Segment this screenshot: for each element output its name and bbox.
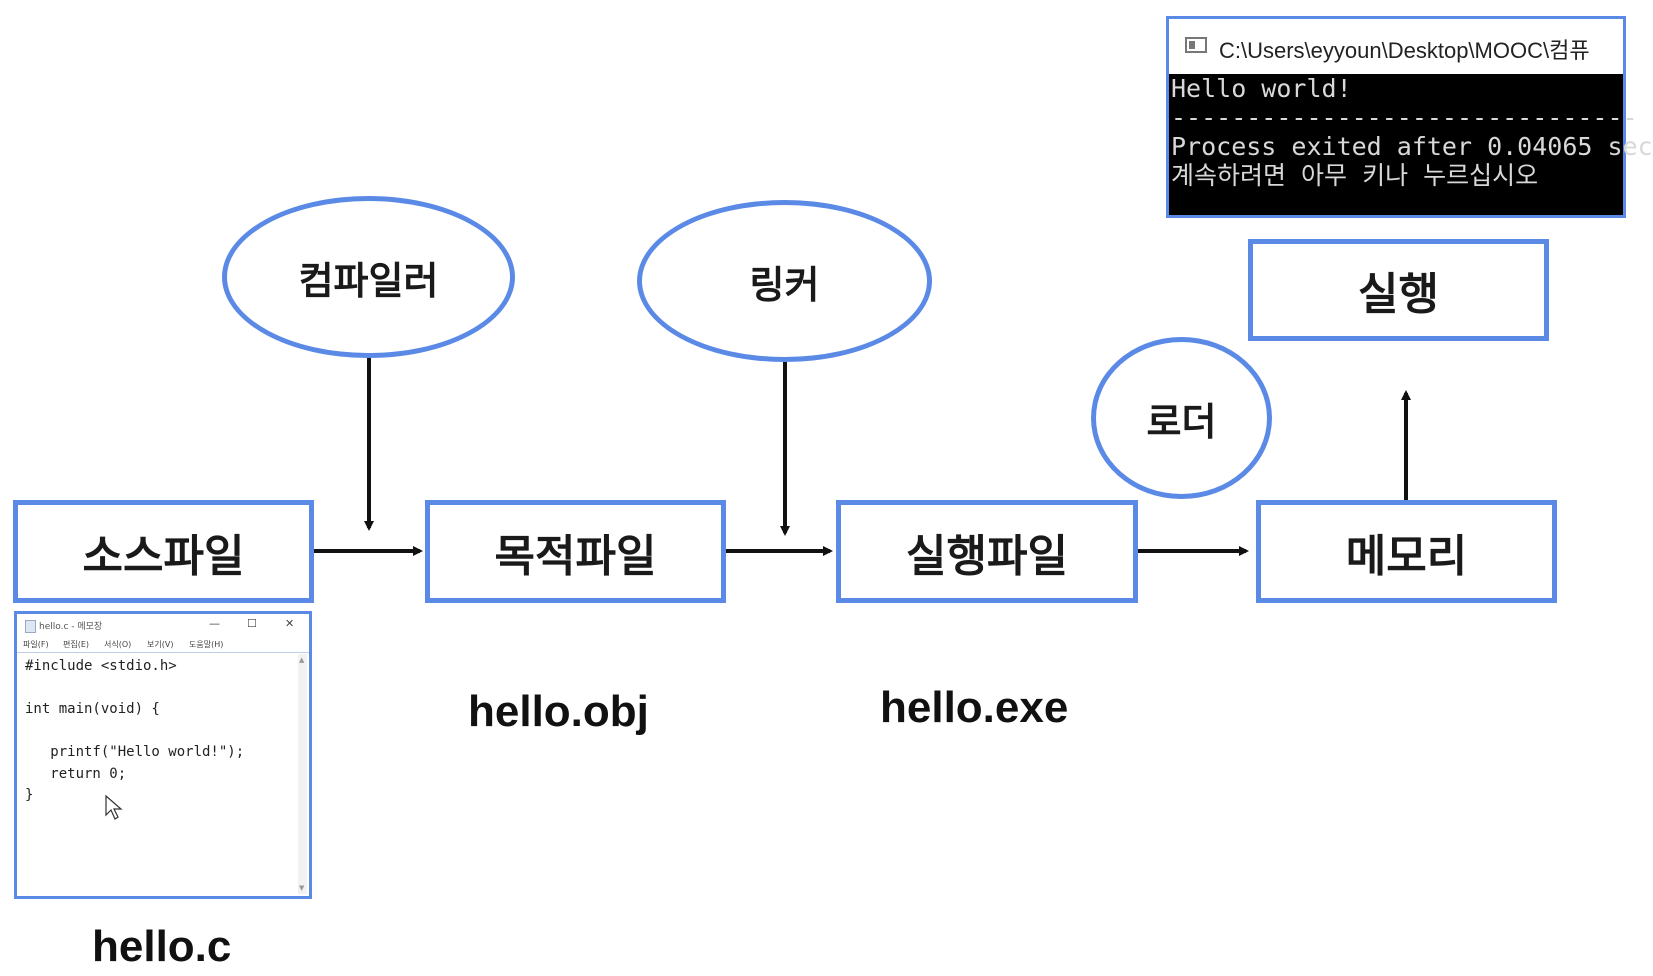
source-file-box: 소스파일 [13,500,314,603]
executable-file-label: 실행파일 [906,530,1068,582]
linker-label: 링커 [749,262,820,307]
source-filename: hello.c [92,922,232,971]
notepad-text-area[interactable]: #include <stdio.h> int main(void) { prin… [25,658,245,803]
menu-view[interactable]: 보기(V) [147,640,174,649]
memory-label: 메모리 [1345,530,1468,582]
loader-label: 로더 [1146,399,1217,444]
menu-edit[interactable]: 편집(E) [63,640,90,649]
scroll-up-icon[interactable]: ▲ [299,656,305,664]
console-title: C:\Users\eyyoun\Desktop\MOOC\컴퓨 [1219,38,1590,63]
loader-ellipse: 로더 [1091,337,1272,499]
notepad-file-icon [25,620,36,633]
notepad-menubar: 파일(F) 편집(E) 서식(O) 보기(V) 도움말(H) [17,636,309,653]
notepad-scrollbar[interactable]: ▲ ▼ [298,654,307,894]
menu-format[interactable]: 서식(O) [104,640,132,649]
console-titlebar: C:\Users\eyyoun\Desktop\MOOC\컴퓨 [1169,19,1623,74]
close-icon[interactable]: ✕ [285,617,295,630]
run-label: 실행 [1358,269,1439,320]
console-output: Hello world! ---------------------------… [1171,74,1653,190]
object-file-label: 목적파일 [494,530,657,582]
source-file-label: 소스파일 [82,530,245,582]
object-file-box: 목적파일 [425,500,726,603]
object-filename: hello.obj [468,687,649,736]
notepad-window: hello.c - 메모장 — ☐ ✕ 파일(F) 편집(E) 서식(O) 보기… [14,611,312,899]
executable-file-box: 실행파일 [836,500,1138,603]
console-app-icon [1185,37,1207,53]
scroll-down-icon[interactable]: ▼ [299,884,305,892]
menu-help[interactable]: 도움말(H) [189,640,224,649]
linker-ellipse: 링커 [637,200,932,362]
compiler-label: 컴파일러 [298,258,439,303]
menu-file[interactable]: 파일(F) [23,640,49,649]
compiler-ellipse: 컴파일러 [222,196,515,358]
memory-box: 메모리 [1256,500,1557,603]
executable-filename: hello.exe [880,683,1069,732]
notepad-titlebar: hello.c - 메모장 — ☐ ✕ [17,614,309,636]
run-box: 실행 [1248,239,1549,341]
notepad-title: hello.c - 메모장 [39,622,103,632]
mouse-cursor-icon [105,794,123,820]
maximize-icon[interactable]: ☐ [247,617,257,630]
console-window: C:\Users\eyyoun\Desktop\MOOC\컴퓨 Hello wo… [1166,16,1653,218]
minimize-icon[interactable]: — [209,617,220,630]
